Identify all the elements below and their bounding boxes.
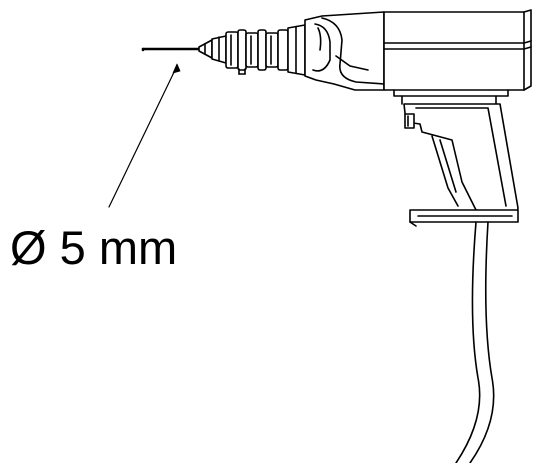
power-cable	[455, 221, 495, 463]
front-housing	[304, 11, 385, 91]
grip-base	[409, 209, 519, 227]
drill-bit	[141, 47, 202, 52]
dimension-label: Ø 5 mm	[10, 221, 178, 274]
body-rail	[393, 89, 509, 105]
pistol-grip	[403, 103, 519, 221]
leader-line	[108, 63, 181, 208]
collar	[287, 24, 306, 76]
chuck	[225, 29, 289, 75]
motor-body	[383, 9, 532, 91]
chuck-nose	[198, 35, 227, 64]
trigger	[404, 113, 415, 129]
